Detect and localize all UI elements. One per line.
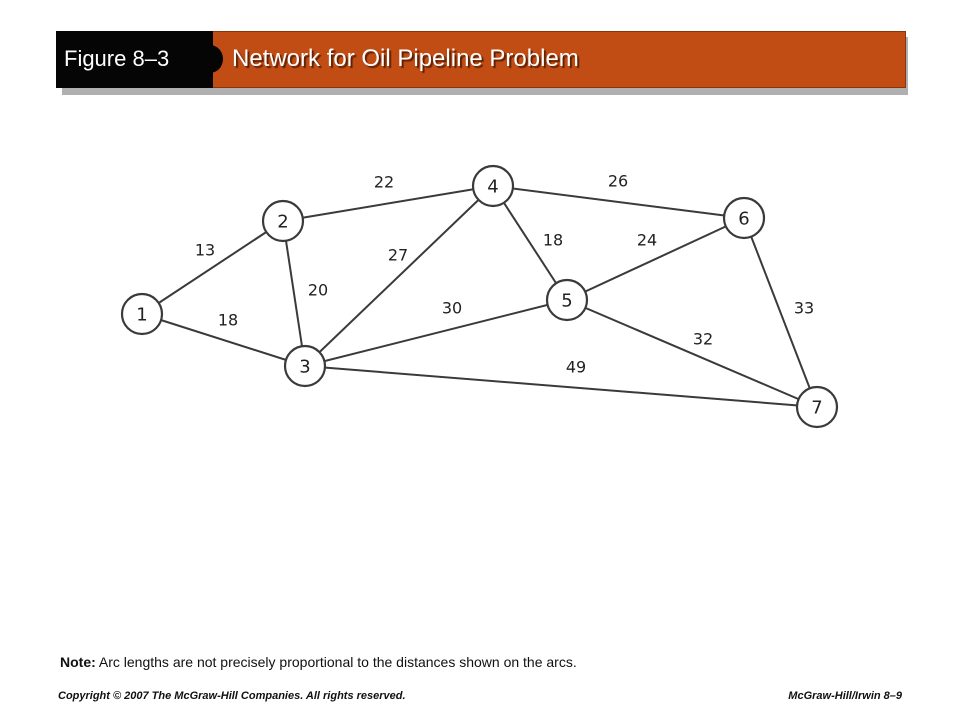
edge-5-7: [566, 299, 818, 408]
note-text: Arc lengths are not precisely proportion…: [95, 654, 577, 670]
edge-4-5: [492, 185, 568, 301]
edge-label-5-6: 24: [637, 231, 657, 250]
note-label: Note:: [60, 654, 96, 670]
figure-label-notch: [197, 45, 223, 73]
node-label-1: 1: [136, 305, 147, 326]
figure-title: Network for Oil Pipeline Problem: [232, 45, 579, 72]
node-label-4: 4: [487, 177, 498, 198]
node-label-7: 7: [811, 398, 822, 419]
node-label-3: 3: [299, 357, 310, 378]
edge-label-3-7: 49: [566, 358, 586, 377]
node-6: 6: [722, 196, 766, 240]
edge-label-2-4: 22: [374, 173, 394, 192]
node-circle-7: [795, 385, 839, 429]
edge-3-7: [304, 365, 818, 408]
edge-3-5: [304, 299, 568, 367]
edge-label-4-5: 18: [543, 231, 563, 250]
nodes-layer: 1 2 3 4 5 6 7: [120, 164, 839, 429]
edge-1-3: [141, 313, 306, 367]
publisher-footer: McGraw-Hill/Irwin 8–9: [788, 690, 902, 702]
edge-label-5-7: 32: [693, 330, 713, 349]
edge-6-7: [743, 217, 818, 408]
diagram-note: Note: Arc lengths are not precisely prop…: [60, 654, 577, 670]
node-5: 5: [545, 278, 589, 322]
node-label-2: 2: [277, 212, 288, 233]
edge-label-4-6: 26: [608, 172, 628, 191]
node-4: 4: [471, 164, 515, 208]
node-7: 7: [795, 385, 839, 429]
edge-2-4: [282, 185, 494, 222]
node-circle-2: [261, 199, 305, 243]
edge-label-1-2: 13: [195, 241, 215, 260]
node-2: 2: [261, 199, 305, 243]
node-3: 3: [283, 344, 327, 388]
edge-5-6: [566, 217, 745, 301]
node-circle-4: [471, 164, 515, 208]
node-circle-1: [120, 292, 164, 336]
figure-label-block: [56, 31, 213, 88]
node-circle-3: [283, 344, 327, 388]
edge-2-3: [282, 220, 306, 367]
node-label-5: 5: [561, 291, 572, 312]
copyright-footer: Copyright © 2007 The McGraw-Hill Compani…: [58, 690, 406, 702]
edge-label-3-4: 27: [388, 246, 408, 265]
node-circle-5: [545, 278, 589, 322]
edge-label-3-5: 30: [442, 299, 462, 318]
edge-1-2: [141, 220, 284, 315]
edges-layer: [141, 185, 818, 408]
edge-label-6-7: 33: [794, 299, 814, 318]
edge-3-4: [304, 185, 494, 367]
node-circle-6: [722, 196, 766, 240]
figure-label: Figure 8–3: [64, 46, 170, 71]
node-1: 1: [120, 292, 164, 336]
node-label-6: 6: [738, 209, 749, 230]
edge-4-6: [492, 185, 745, 219]
edge-label-2-3: 20: [308, 281, 328, 300]
edge-label-1-3: 18: [218, 311, 238, 330]
